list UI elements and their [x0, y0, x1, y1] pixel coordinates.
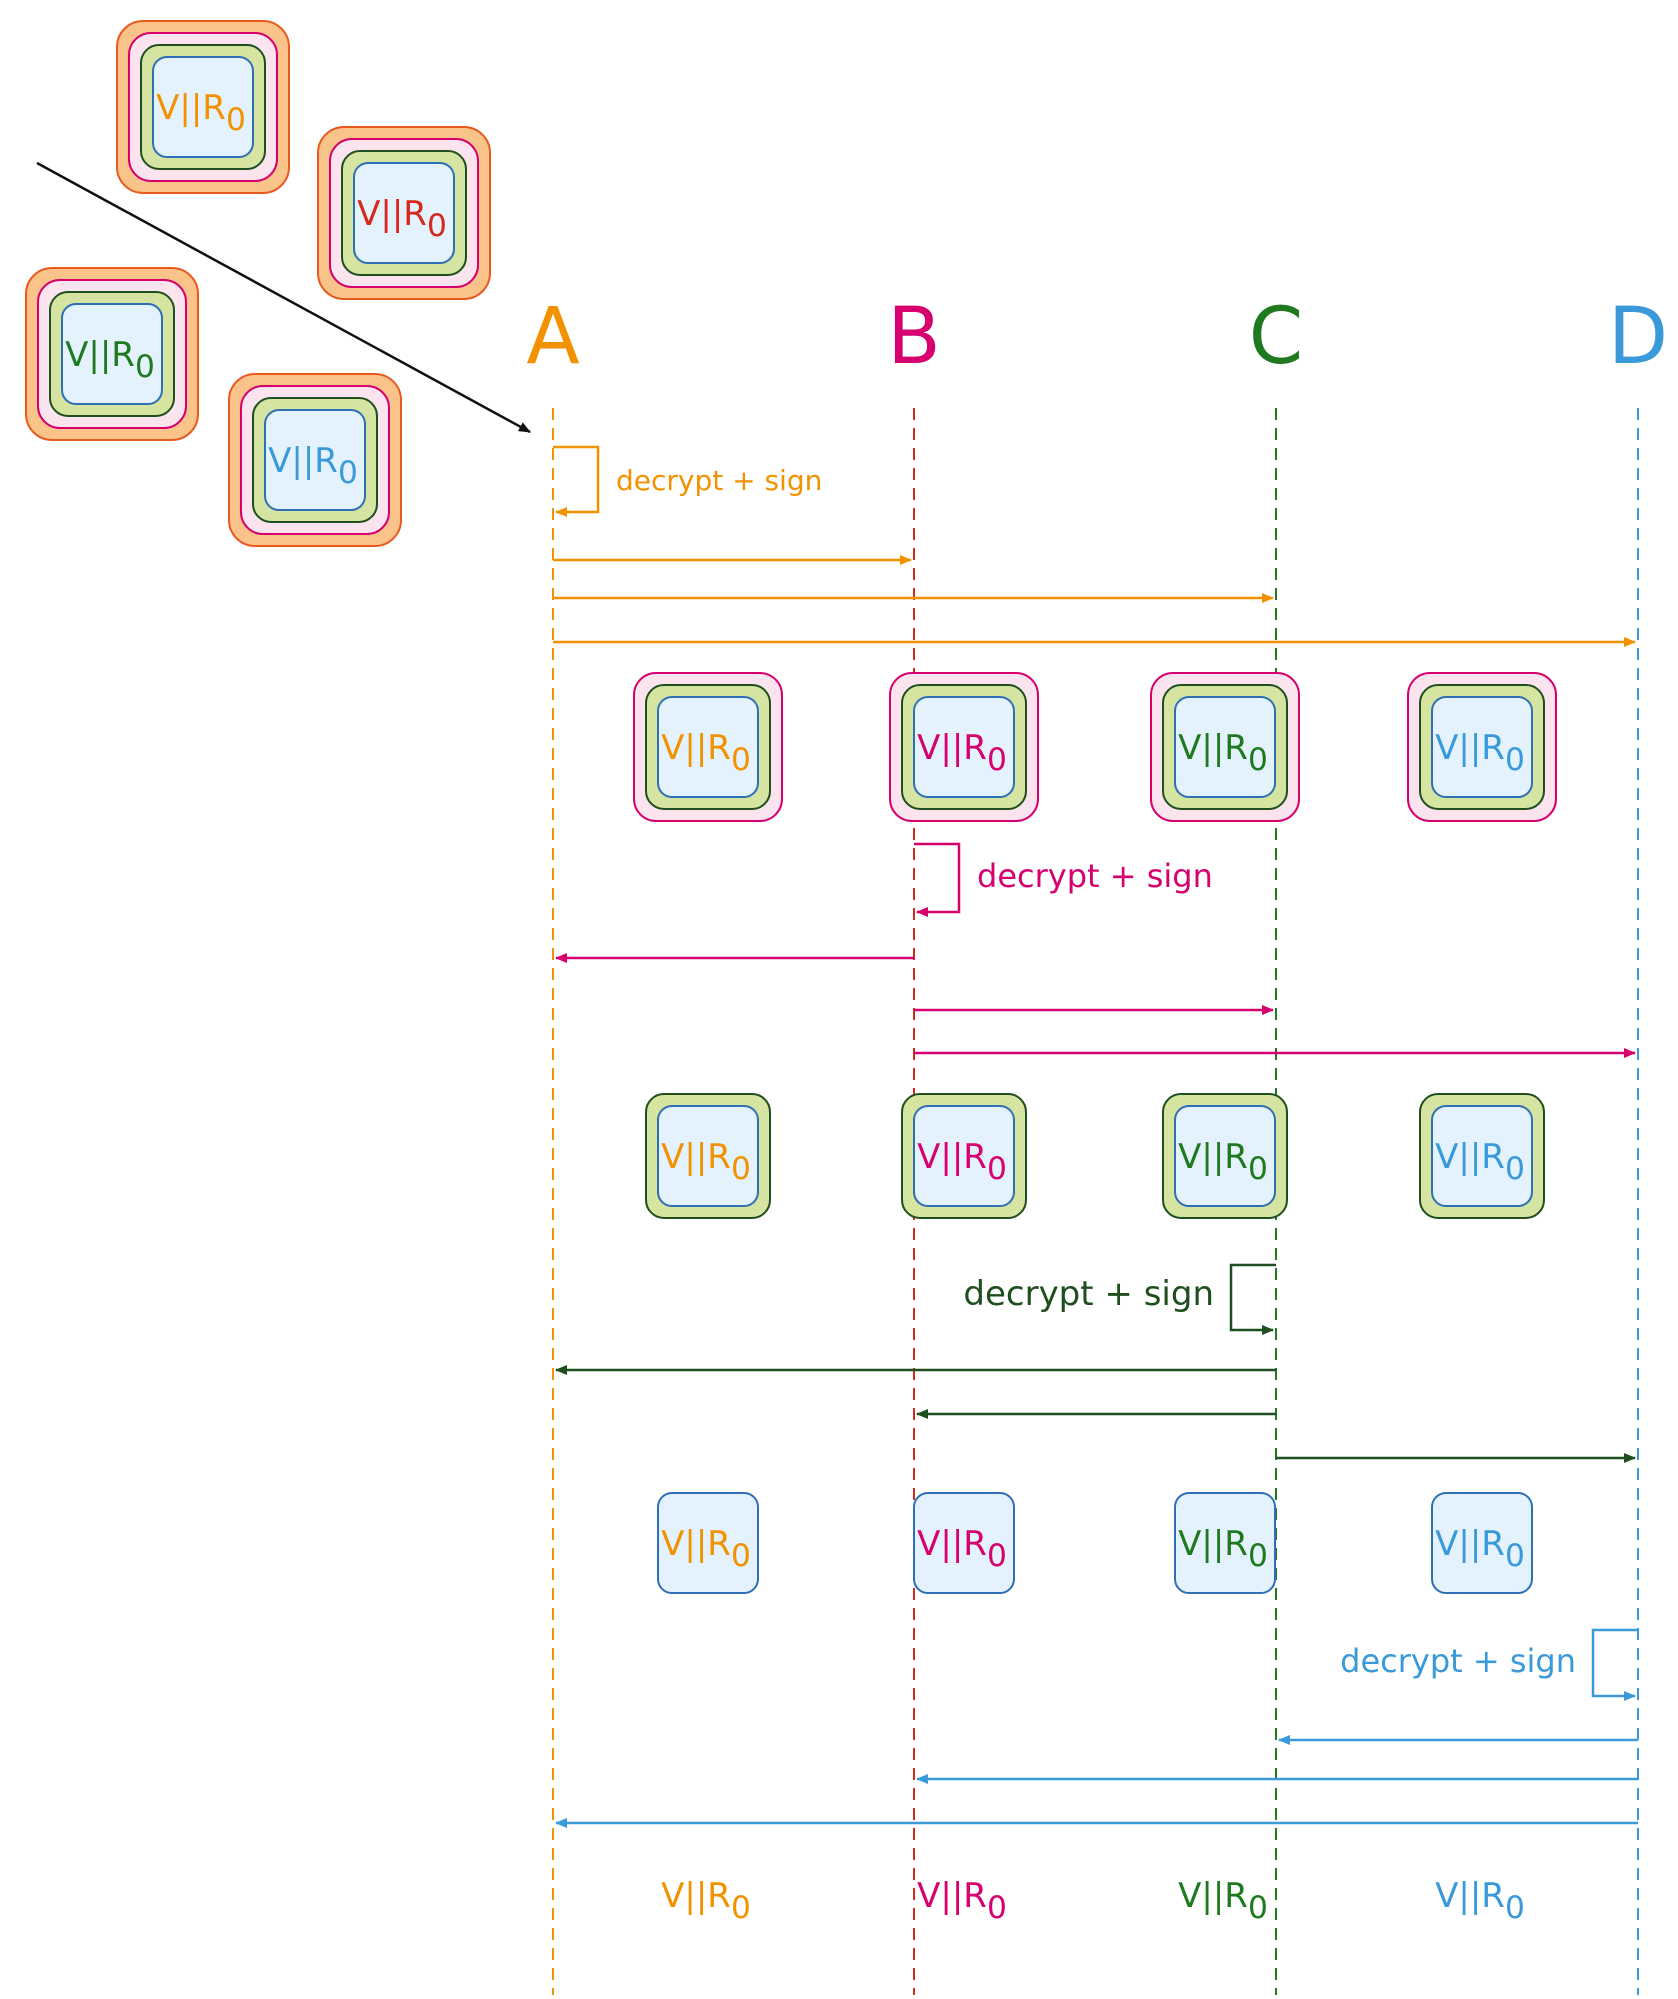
packet-label: V||R0 [661, 1876, 751, 1926]
round-1-packet-3: V||R0 [1150, 672, 1300, 822]
initial-packet-4: V||R0 [228, 373, 402, 547]
self-loop-c [1229, 1263, 1276, 1335]
packet-label: V||R0 [917, 1876, 1007, 1926]
packet-label: V||R0 [917, 1137, 1007, 1187]
packet-label: V||R0 [1178, 1524, 1268, 1574]
packet-label: V||R0 [1178, 1137, 1268, 1187]
incoming-arrow [36, 161, 531, 434]
packet-layer-blue [657, 696, 759, 798]
packet-label: V||R0 [1435, 1137, 1525, 1187]
initial-packet-1: V||R0 [116, 20, 290, 194]
packet-label: V||R0 [1435, 1876, 1525, 1926]
packet-layer-blue [61, 303, 163, 405]
decrypt-sign-label-b: decrypt + sign [977, 857, 1213, 895]
round-2-packet-2: V||R0 [901, 1093, 1027, 1219]
decrypt-sign-label-a: decrypt + sign [616, 464, 822, 497]
packet-label: V||R0 [1435, 728, 1525, 778]
initial-packet-2: V||R0 [317, 126, 491, 300]
final-value-3: V||R0 [1178, 1876, 1268, 1926]
packet-label: V||R0 [1178, 728, 1268, 778]
self-loop-a [553, 445, 600, 517]
packet-label: V||R0 [661, 728, 751, 778]
participant-d-label: D [1608, 292, 1668, 382]
participant-b-label: B [887, 292, 941, 382]
packet-label: V||R0 [268, 441, 358, 491]
packet-layer-blue [1431, 696, 1533, 798]
packet-layer-blue [913, 696, 1015, 798]
final-value-1: V||R0 [661, 1876, 751, 1926]
round-1-packet-4: V||R0 [1407, 672, 1557, 822]
packet-layer-blue [152, 56, 254, 158]
packet-layer-blue [1174, 1492, 1276, 1594]
round-3-packet-1: V||R0 [657, 1492, 759, 1594]
packet-layer-blue [913, 1105, 1015, 1207]
packet-layer-blue [657, 1492, 759, 1594]
round-3-packet-3: V||R0 [1174, 1492, 1276, 1594]
packet-layer-blue [1431, 1492, 1533, 1594]
packet-label: V||R0 [661, 1524, 751, 1574]
self-loop-d [1591, 1628, 1638, 1701]
participant-c-label: C [1249, 292, 1303, 382]
round-2-packet-4: V||R0 [1419, 1093, 1545, 1219]
packet-label: V||R0 [917, 728, 1007, 778]
round-2-packet-1: V||R0 [645, 1093, 771, 1219]
round-1-packet-2: V||R0 [889, 672, 1039, 822]
packet-label: V||R0 [1435, 1524, 1525, 1574]
round-3-packet-2: V||R0 [913, 1492, 1015, 1594]
participant-a-label: A [526, 292, 579, 382]
round-2-packet-3: V||R0 [1162, 1093, 1288, 1219]
final-value-4: V||R0 [1435, 1876, 1525, 1926]
decrypt-sign-label-c: decrypt + sign [963, 1274, 1214, 1314]
packet-label: V||R0 [156, 88, 246, 138]
packet-label: V||R0 [357, 194, 447, 244]
packet-layer-blue [1431, 1105, 1533, 1207]
initial-packet-3: V||R0 [25, 267, 199, 441]
decrypt-sign-label-d: decrypt + sign [1340, 1642, 1576, 1680]
packet-layer-blue [353, 162, 455, 264]
packet-label: V||R0 [1178, 1876, 1268, 1926]
packet-layer-blue [1174, 696, 1276, 798]
packet-label: V||R0 [661, 1137, 751, 1187]
packet-label: V||R0 [917, 1524, 1007, 1574]
round-1-packet-1: V||R0 [633, 672, 783, 822]
packet-layer-blue [1174, 1105, 1276, 1207]
final-value-2: V||R0 [917, 1876, 1007, 1926]
packet-layer-blue [264, 409, 366, 511]
packet-layer-blue [657, 1105, 759, 1207]
round-3-packet-4: V||R0 [1431, 1492, 1533, 1594]
packet-layer-blue [913, 1492, 1015, 1594]
packet-label: V||R0 [65, 335, 155, 385]
self-loop-b [914, 842, 961, 917]
